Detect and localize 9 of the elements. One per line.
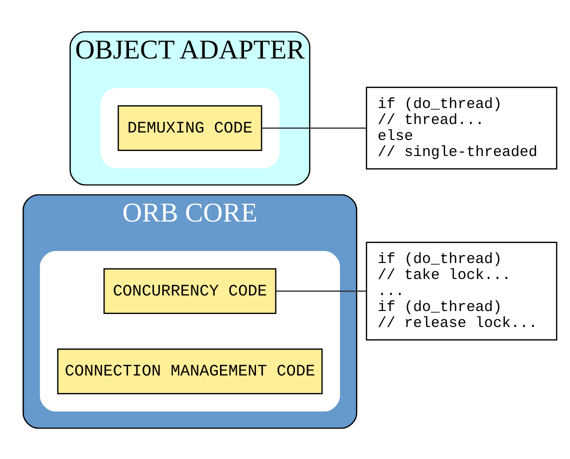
node-box: if (do_thread) // take lock... ... if (do_thread) // release lock... <box>366 241 558 340</box>
cluster <box>100 88 280 168</box>
connector <box>276 290 366 292</box>
node-box: if (do_thread) // thread... else // single-threaded <box>366 86 558 169</box>
node-box: DEMUXING CODE <box>118 104 262 150</box>
cluster <box>40 250 340 412</box>
node-box: CONNECTION MANAGEMENT CODE <box>57 348 323 394</box>
node-box: CONCURRENCY CODE <box>103 268 276 314</box>
connector <box>262 127 366 128</box>
